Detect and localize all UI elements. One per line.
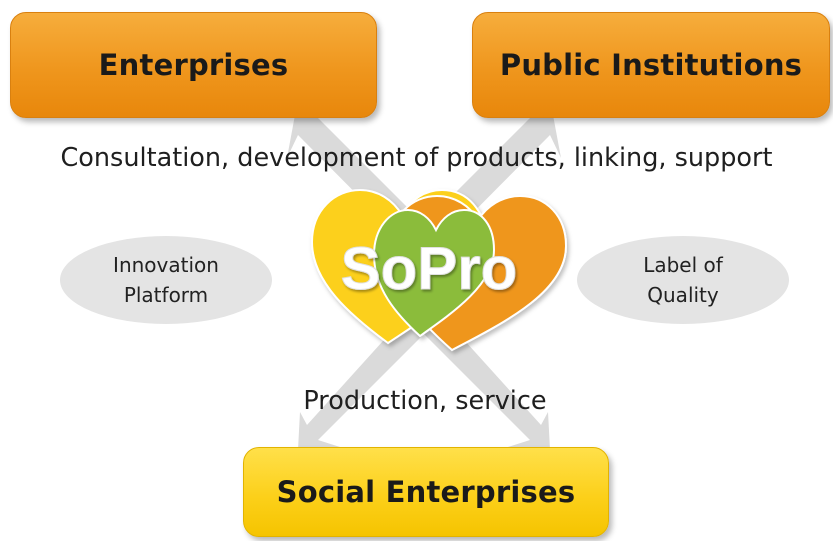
sopro-logo [310, 188, 568, 352]
social-enterprises-label: Social Enterprises [276, 475, 576, 509]
enterprises-box: Enterprises [10, 12, 377, 118]
public-institutions-box: Public Institutions [472, 12, 830, 118]
top-arrows-caption: Consultation, development of products, l… [60, 143, 773, 173]
label-of-quality-line1: Label of [643, 253, 723, 277]
innovation-platform-line2: Platform [123, 283, 209, 307]
arrow-to-bottom-left [298, 300, 440, 450]
bottom-arrows-caption: Production, service [303, 386, 547, 416]
label-of-quality-ellipse: Label of Quality [577, 236, 789, 324]
green-heart-icon [372, 208, 496, 338]
innovation-platform-ellipse: Innovation Platform [60, 236, 272, 324]
public-institutions-label: Public Institutions [499, 48, 803, 82]
social-enterprises-box: Social Enterprises [243, 447, 609, 537]
label-of-quality-line2: Quality [647, 283, 719, 307]
innovation-platform-line1: Innovation [113, 253, 219, 277]
logo-text: SoPro [341, 235, 518, 302]
enterprises-label: Enterprises [98, 48, 289, 82]
